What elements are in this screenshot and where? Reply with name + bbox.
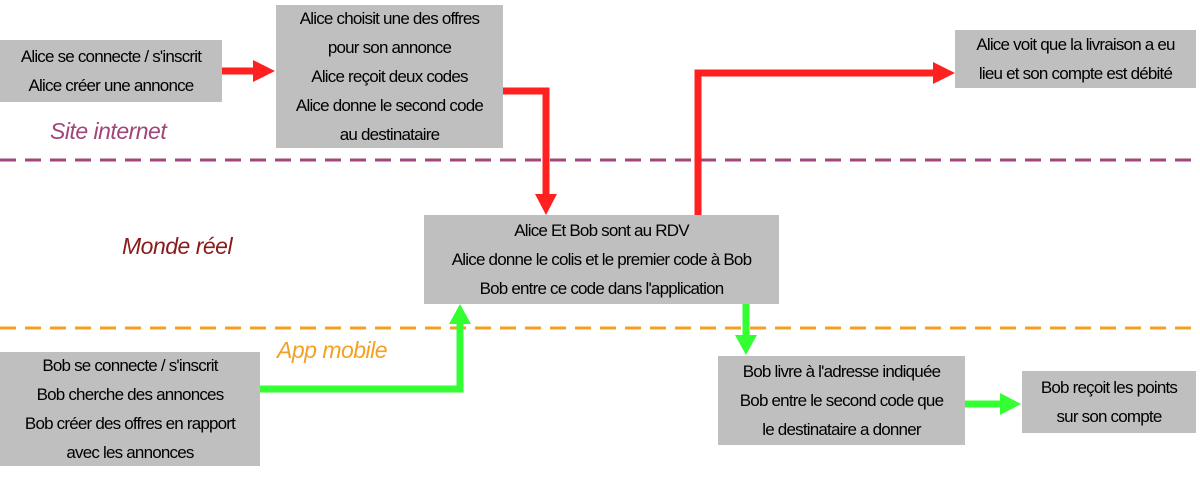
- box-line: Alice donne le second code: [295, 96, 484, 115]
- box-line: Bob entre ce code dans l'application: [479, 279, 725, 298]
- box-line: lieu et son compte est débité: [978, 64, 1173, 83]
- real-lane-label: Monde réel: [122, 233, 233, 259]
- bob-deliver-box: Bob livre à l'adresse indiquée Bob entre…: [718, 356, 965, 445]
- box-line: le destinataire a donner: [762, 420, 921, 439]
- arrow-offer-to-rdv: [503, 87, 550, 196]
- alice-signup-box: Alice se connecte / s'inscrit Alice crée…: [0, 40, 222, 102]
- box-line: Bob cherche des annonces: [36, 385, 225, 404]
- site-lane-label: Site internet: [50, 118, 167, 144]
- bob-points-box: Bob reçoit les points sur son compte: [1022, 371, 1196, 433]
- bob-signup-box: Bob se connecte / s'inscrit Bob cherche …: [0, 352, 260, 466]
- arrow-rdv-to-debit: [694, 69, 935, 215]
- arrowhead-signup-to-offer: [253, 60, 275, 82]
- box-line: Alice reçoit deux codes: [311, 67, 468, 86]
- box-line: Bob livre à l'adresse indiquée: [742, 362, 941, 381]
- alice-debit-box: Alice voit que la livraison a eu lieu et…: [955, 30, 1196, 88]
- box-line: sur son compte: [1056, 407, 1162, 426]
- bob-arrows: [260, 304, 1021, 415]
- box-line: Alice créer une annonce: [28, 76, 195, 95]
- arrowhead-offer-to-rdv: [535, 194, 557, 215]
- box-line: pour son annonce: [327, 38, 452, 57]
- box-line: Alice donne le colis et le premier code …: [451, 250, 752, 269]
- box-line: au destinataire: [339, 125, 440, 144]
- box-line: Alice se connecte / s'inscrit: [20, 47, 202, 66]
- box-line: Bob se connecte / s'inscrit: [42, 356, 218, 375]
- arrowhead-deliver-to-points: [1000, 393, 1021, 415]
- arrowhead-rdv-to-deliver: [735, 335, 757, 355]
- box-line: avec les annonces: [66, 443, 194, 462]
- box-line: Alice Et Bob sont au RDV: [514, 221, 689, 240]
- app-lane-label: App mobile: [277, 337, 388, 363]
- rdv-box: Alice Et Bob sont au RDV Alice donne le …: [424, 215, 779, 304]
- box-line: Bob créer des offres en rapport: [24, 414, 236, 433]
- box-line: Alice voit que la livraison a eu: [976, 35, 1175, 54]
- alice-offer-box: Alice choisit une des offres pour son an…: [276, 5, 503, 148]
- arrowhead-rdv-to-debit: [933, 62, 955, 84]
- box-line: Bob reçoit les points: [1040, 378, 1178, 397]
- arrow-bob-signup-to-rdv: [260, 322, 464, 393]
- box-line: Alice choisit une des offres: [299, 9, 480, 28]
- box-line: Bob entre le second code que: [739, 391, 944, 410]
- alice-arrows: [222, 60, 955, 215]
- arrowhead-bob-signup-to-rdv: [449, 304, 471, 324]
